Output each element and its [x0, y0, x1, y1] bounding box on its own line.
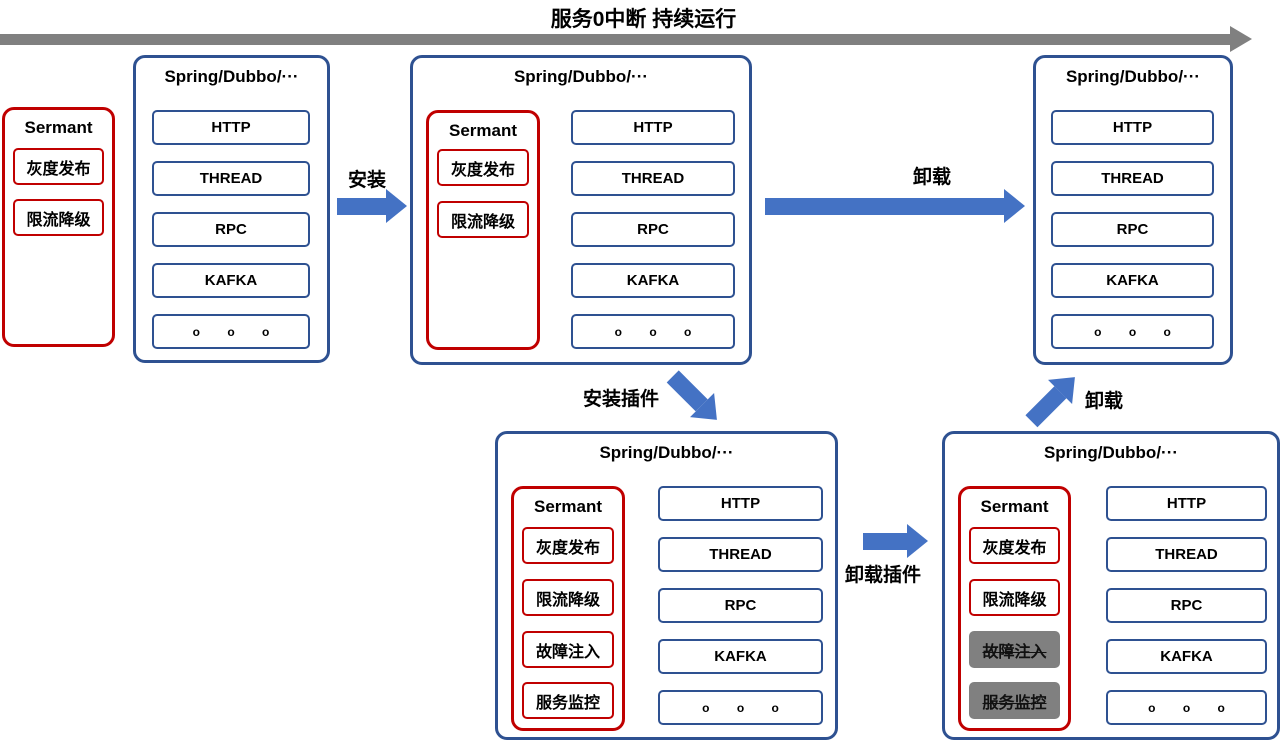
component-more: o o o	[152, 314, 310, 349]
component-http: HTTP	[658, 486, 823, 521]
timeline-arrowhead-icon	[1230, 26, 1252, 52]
component-more: o o o	[571, 314, 735, 349]
install-arrow-icon	[337, 189, 407, 223]
component-http: HTTP	[1051, 110, 1214, 145]
install-arrow-label: 安装	[348, 170, 387, 191]
plugin-rate-limit: 限流降级	[13, 199, 104, 236]
app-title: Spring/Dubbo/···	[599, 443, 734, 462]
component-kafka: KAFKA	[1106, 639, 1267, 674]
app-box-plain-left: Spring/Dubbo/··· HTTP THREAD RPC KAFKA o…	[133, 55, 330, 363]
app-box-plugins-removed: Spring/Dubbo/··· Sermant 灰度发布 限流降级 故障注入 …	[942, 431, 1280, 740]
app-box-with-agent: Spring/Dubbo/··· Sermant 灰度发布 限流降级 HTTP …	[410, 55, 752, 365]
timeline-title: 服务0中断 持续运行	[550, 8, 737, 31]
sermant-box-plugins-removed: Sermant 灰度发布 限流降级 故障注入 服务监控	[958, 486, 1071, 731]
component-kafka: KAFKA	[571, 263, 735, 298]
component-thread: THREAD	[1106, 537, 1267, 572]
plugin-gray-release: 灰度发布	[13, 148, 104, 185]
component-kafka: KAFKA	[1051, 263, 1214, 298]
sermant-title: Sermant	[448, 121, 518, 140]
component-rpc: RPC	[1051, 212, 1214, 247]
timeline-arrow	[0, 34, 1230, 45]
install-plugin-arrow-icon	[661, 364, 729, 432]
component-rpc: RPC	[658, 588, 823, 623]
app-box-full-plugins: Spring/Dubbo/··· Sermant 灰度发布 限流降级 故障注入 …	[495, 431, 838, 740]
sermant-title: Sermant	[533, 497, 603, 516]
component-thread: THREAD	[1051, 161, 1214, 196]
plugin-gray-release: 灰度发布	[969, 527, 1060, 564]
plugin-gray-release: 灰度发布	[437, 149, 529, 186]
component-http: HTTP	[152, 110, 310, 145]
sermant-box-standalone: Sermant 灰度发布 限流降级	[2, 107, 115, 347]
component-rpc: RPC	[1106, 588, 1267, 623]
uninstall-up-arrow-icon	[1019, 365, 1087, 433]
component-http: HTTP	[1106, 486, 1267, 521]
component-rpc: RPC	[571, 212, 735, 247]
install-plugin-arrow-label: 安装插件	[583, 389, 660, 410]
plugin-rate-limit: 限流降级	[437, 201, 529, 238]
sermant-title: Sermant	[980, 497, 1049, 516]
component-kafka: KAFKA	[152, 263, 310, 298]
component-rpc: RPC	[152, 212, 310, 247]
uninstall-plugin-arrow-label: 卸载插件	[845, 565, 922, 586]
app-title: Spring/Dubbo/···	[1043, 443, 1179, 462]
app-title: Spring/Dubbo/···	[513, 67, 649, 86]
uninstall-plugin-arrow-icon	[863, 524, 928, 558]
plugin-rate-limit: 限流降级	[522, 579, 614, 616]
plugin-fault-injection: 故障注入	[522, 631, 614, 668]
plugin-rate-limit: 限流降级	[969, 579, 1060, 616]
sermant-title: Sermant	[24, 118, 93, 137]
uninstall-up-arrow-label: 卸载	[1085, 391, 1124, 412]
sermant-box-installed: Sermant 灰度发布 限流降级	[426, 110, 540, 350]
app-title: Spring/Dubbo/···	[1065, 67, 1201, 86]
component-more: o o o	[658, 690, 823, 725]
plugin-service-monitor-removed: 服务监控	[969, 682, 1060, 719]
plugin-fault-injection-removed: 故障注入	[969, 631, 1060, 668]
component-thread: THREAD	[658, 537, 823, 572]
app-title: Spring/Dubbo/···	[164, 67, 299, 86]
app-box-plain-right: Spring/Dubbo/··· HTTP THREAD RPC KAFKA o…	[1033, 55, 1233, 365]
component-thread: THREAD	[152, 161, 310, 196]
plugin-gray-release: 灰度发布	[522, 527, 614, 564]
component-kafka: KAFKA	[658, 639, 823, 674]
uninstall-arrow-icon	[765, 189, 1025, 223]
component-http: HTTP	[571, 110, 735, 145]
uninstall-arrow-label: 卸载	[913, 167, 952, 188]
component-more: o o o	[1051, 314, 1214, 349]
plugin-service-monitor: 服务监控	[522, 682, 614, 719]
sermant-box-full: Sermant 灰度发布 限流降级 故障注入 服务监控	[511, 486, 625, 731]
component-thread: THREAD	[571, 161, 735, 196]
component-more: o o o	[1106, 690, 1267, 725]
